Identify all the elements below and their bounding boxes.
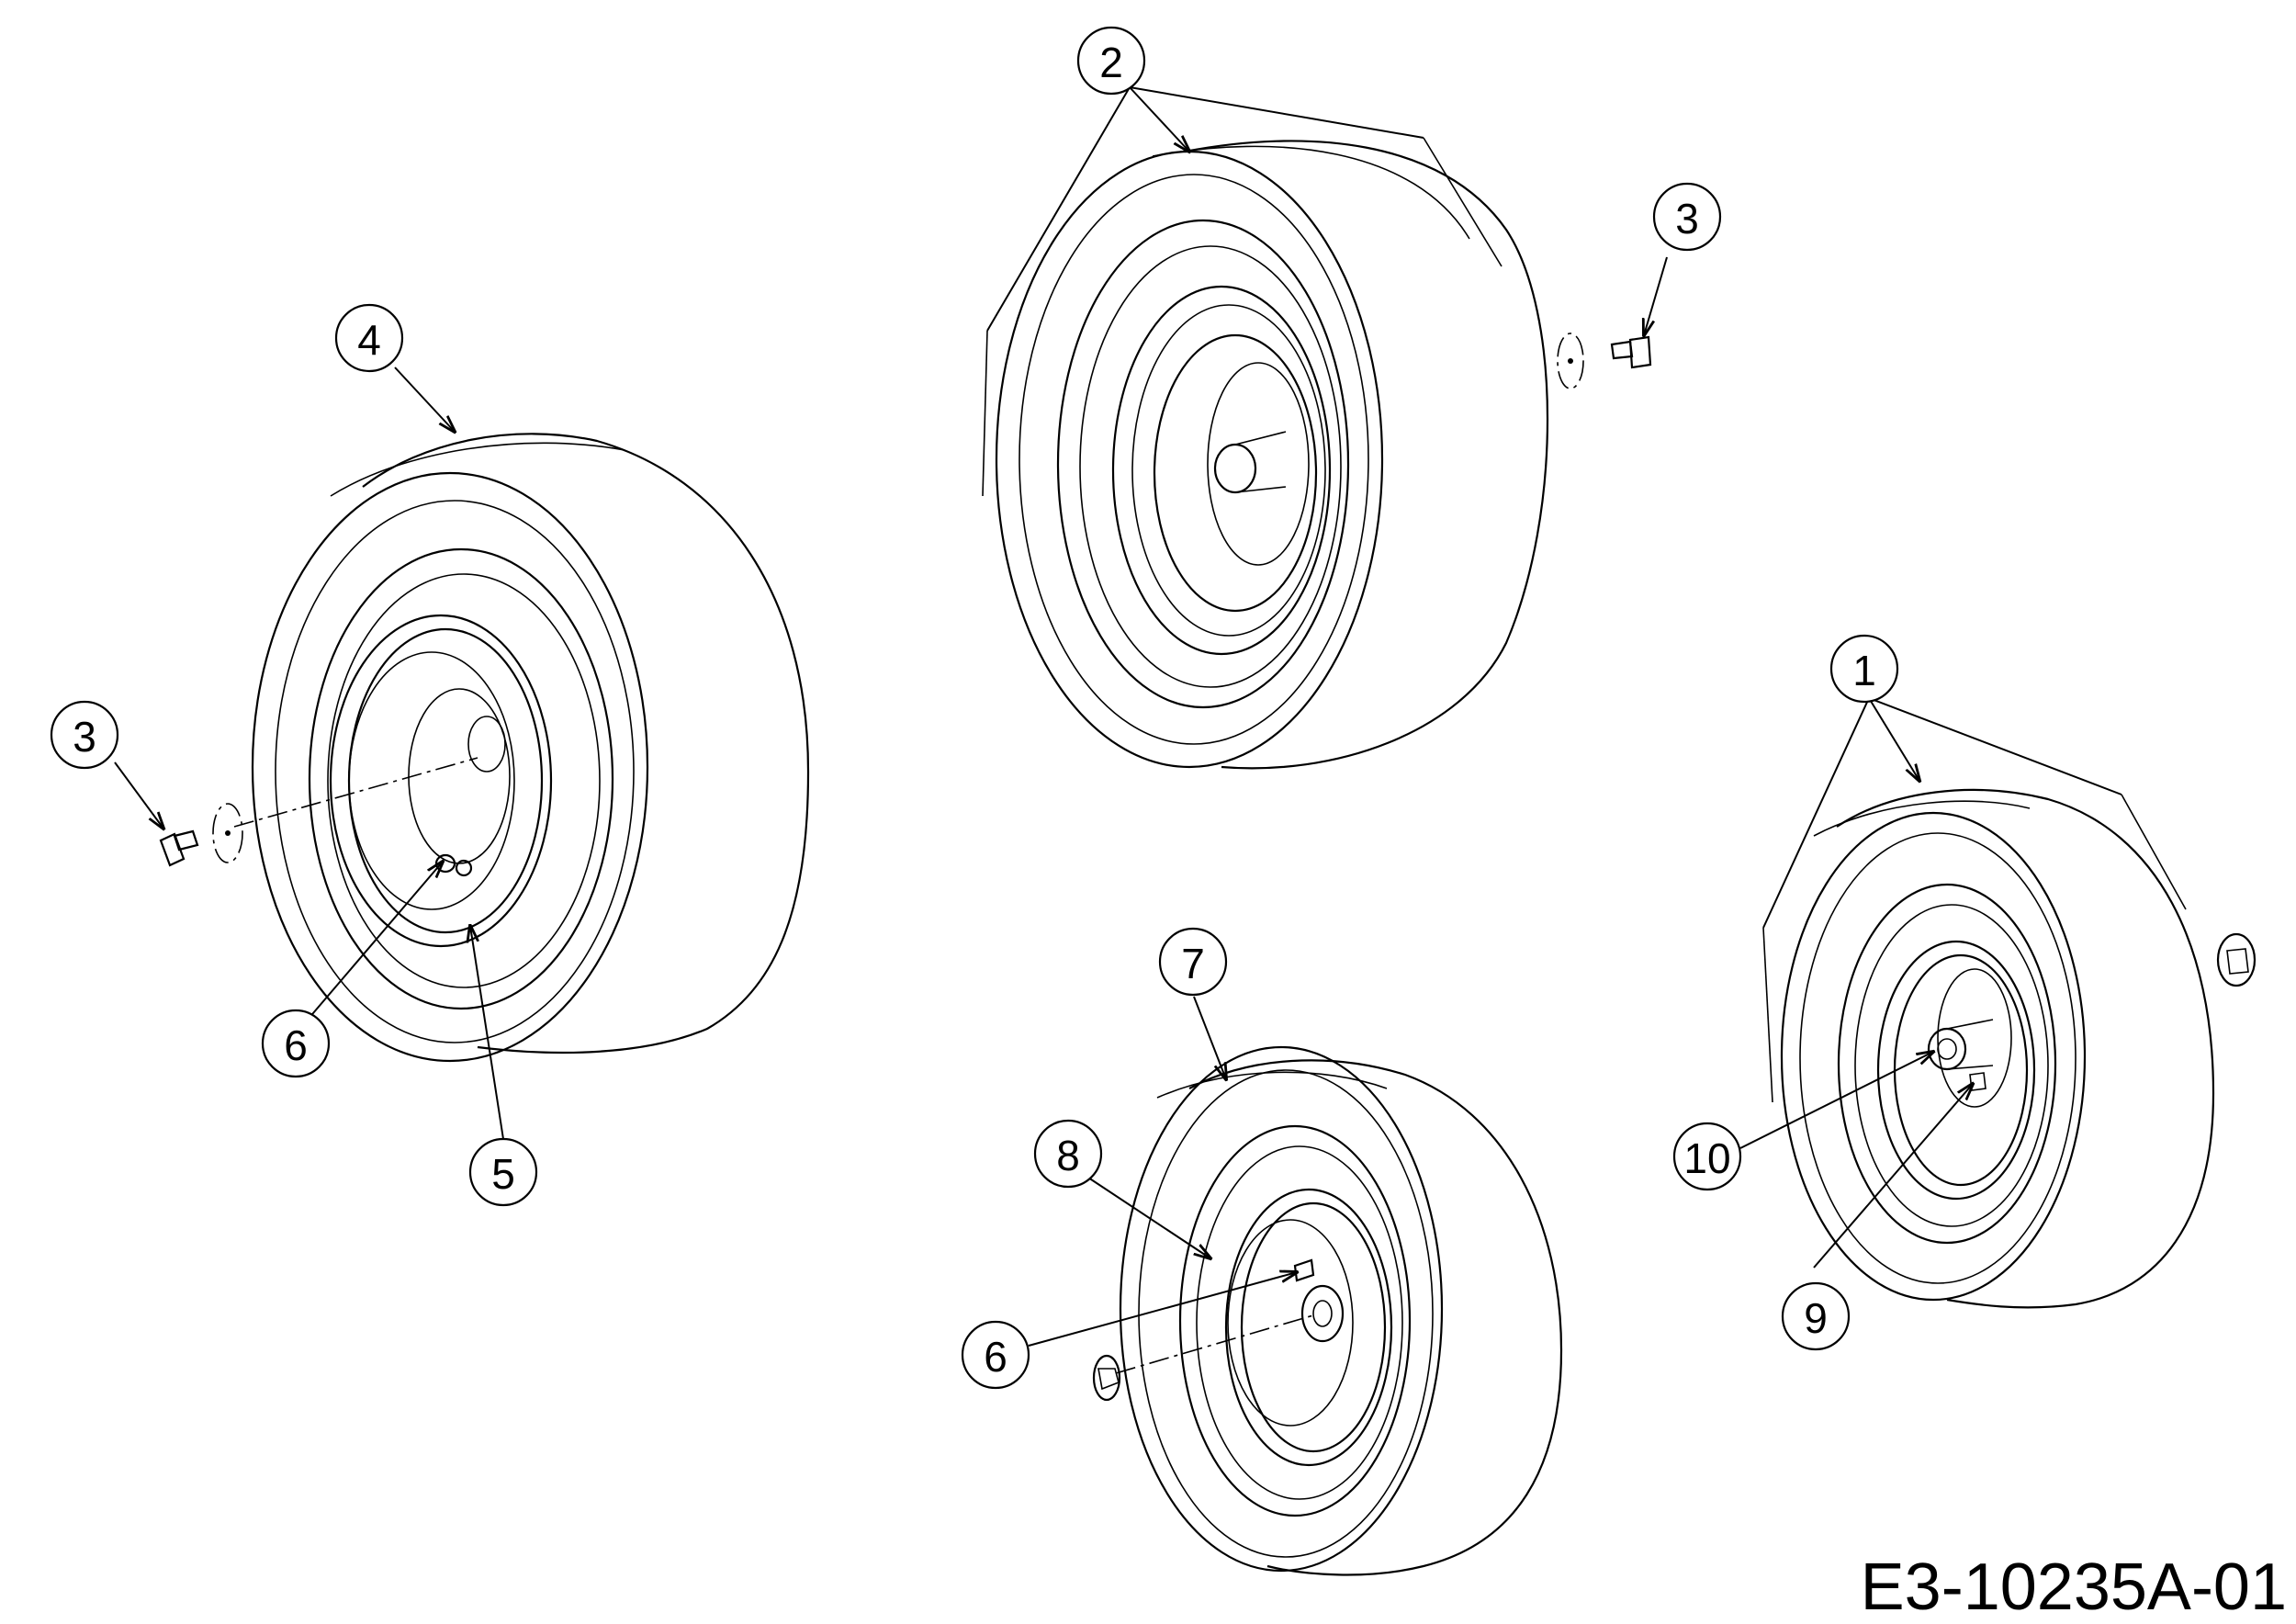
callout-2: 2 [1076, 26, 1146, 96]
callout-6-bottom: 6 [961, 1320, 1030, 1390]
callout-label: 1 [1852, 647, 1876, 694]
callout-label: 5 [491, 1150, 515, 1198]
callout-label: 8 [1056, 1132, 1080, 1179]
callout-label: 10 [1683, 1134, 1730, 1182]
leader-lines [114, 86, 2122, 1347]
wheel-2-hardware [1557, 333, 1652, 389]
wheel-1 [1762, 788, 2215, 1309]
callout-5: 5 [468, 1137, 538, 1207]
callout-3-left: 3 [50, 700, 119, 770]
wheel-4 [233, 433, 810, 1063]
callout-label: 6 [984, 1333, 1007, 1381]
callout-label: 2 [1099, 39, 1123, 86]
wheel-2 [982, 137, 1549, 770]
wheel-1-hardware [2216, 932, 2257, 987]
callout-label: 3 [1675, 195, 1699, 242]
callout-3-right: 3 [1652, 182, 1722, 252]
callout-label: 7 [1181, 940, 1205, 987]
callout-10: 10 [1672, 1122, 1742, 1191]
callout-label: 3 [73, 713, 96, 761]
wheel-7-hardware [1092, 1354, 1121, 1402]
callout-label: 9 [1804, 1294, 1828, 1342]
callout-9: 9 [1781, 1281, 1851, 1351]
callout-8: 8 [1033, 1119, 1103, 1189]
callout-7: 7 [1158, 927, 1228, 997]
callout-label: 4 [357, 316, 381, 364]
callout-1: 1 [1829, 634, 1899, 704]
callout-6-left: 6 [261, 1009, 331, 1078]
callout-label: 6 [284, 1021, 308, 1069]
wheel-7 [1115, 1045, 1563, 1576]
drawing-code: E3-10235A-01 [1861, 1551, 2287, 1624]
wheel-4-hardware [159, 803, 243, 867]
callout-4: 4 [334, 303, 404, 373]
